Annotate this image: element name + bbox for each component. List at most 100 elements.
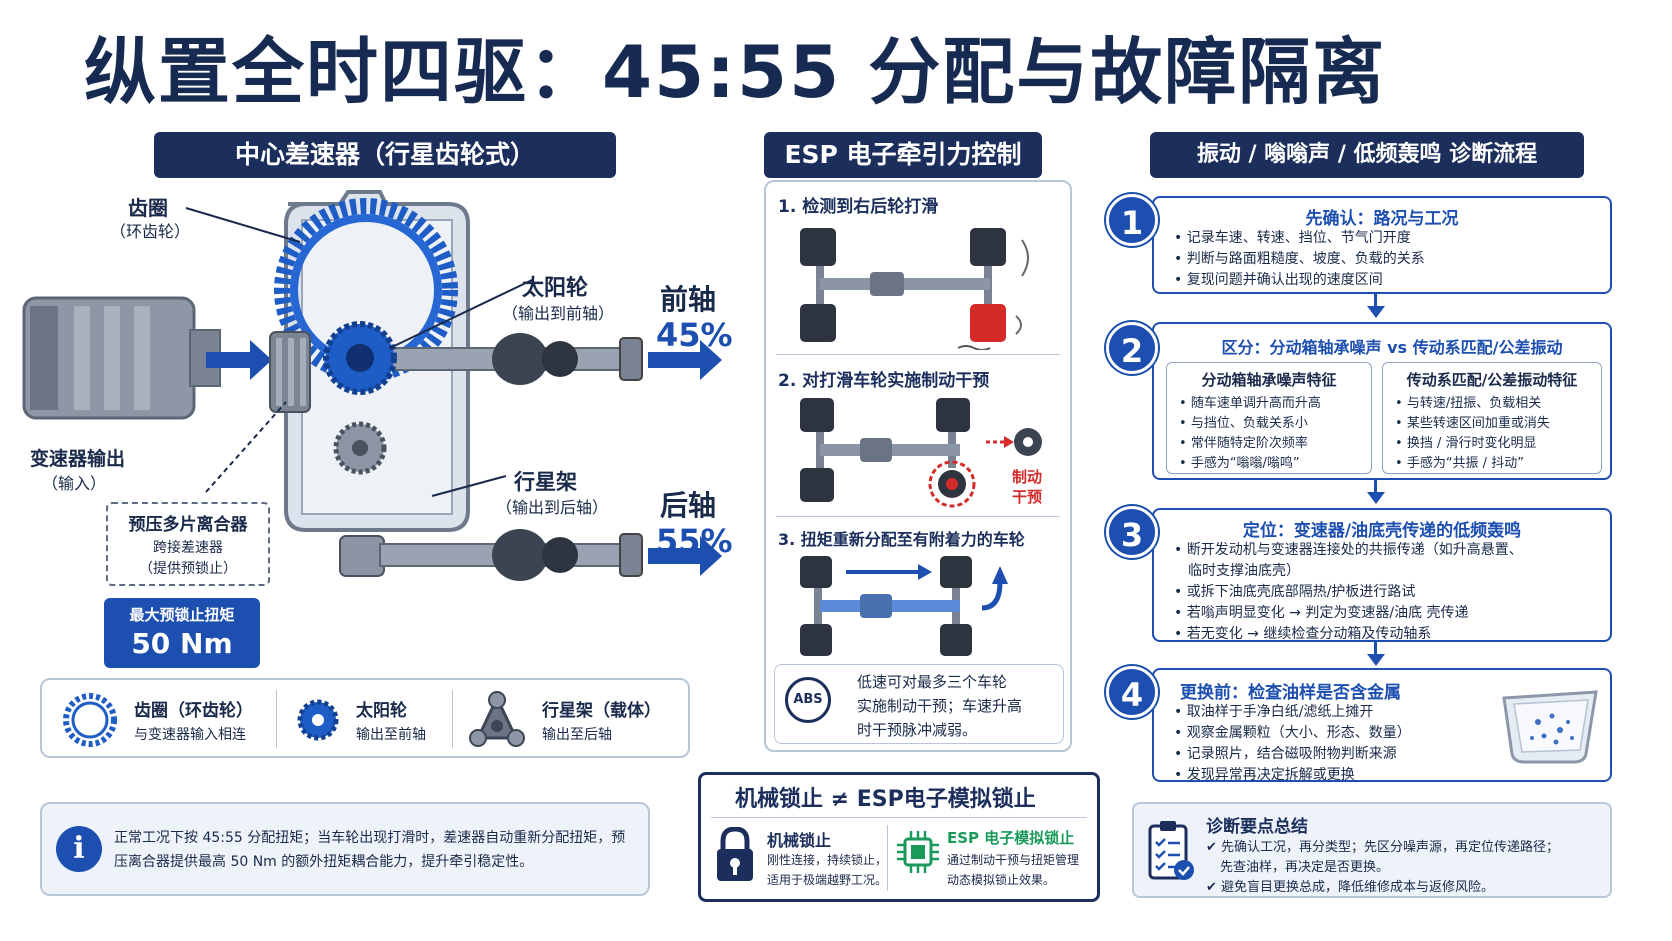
clutch-line-2: （提供预锁止） — [139, 561, 237, 577]
list-item: 取油样于手净白纸/滤纸上摊开 — [1174, 702, 1411, 723]
clutch-line-1: 跨接差速器 — [153, 540, 223, 556]
diag-step-4-title: 更换前：检查油样是否含金属 — [1180, 683, 1401, 703]
list-item: 若无变化 → 继续检查分动箱及传动轴系 — [1174, 624, 1523, 645]
list-item: 手感为“共振 / 抖动” — [1395, 454, 1601, 474]
front-axle-percent: 45% — [656, 316, 733, 354]
abs-icon: ABS — [785, 677, 831, 723]
esp-note-line-1: 低速可对最多三个车轮 — [857, 673, 1008, 691]
list-item: 复现问题并确认出现的速度区间 — [1174, 270, 1425, 291]
list-item: 手感为“嗡嗡/嗡鸣” — [1179, 454, 1371, 474]
bearing-noise-list: 随车速单调升高而升高 与挡位、负载关系小 常伴随特定阶次频率 手感为“嗡嗡/嗡鸣… — [1167, 394, 1371, 474]
transmission-housing — [22, 296, 221, 420]
rear-axle-percent: 55% — [656, 522, 733, 560]
flow-arrow-icon — [1367, 306, 1385, 318]
diag-step-4-number: 4 — [1106, 666, 1158, 718]
list-item: 常伴随特定阶次频率 — [1179, 434, 1371, 454]
esp-note-box: ABS 低速可对最多三个车轮 实施制动干预；车速升高 时干预脉冲减弱。 — [774, 664, 1064, 744]
rear-output-arrow — [648, 536, 722, 576]
esp-step-2: 2. 对打滑车轮实施制动干预 — [778, 371, 990, 391]
abs-text: ABS — [793, 692, 823, 707]
diag-summary-title: 诊断要点总结 — [1206, 817, 1308, 837]
sun-gear — [323, 321, 397, 395]
center-diff-illustration — [22, 190, 722, 581]
diag-step-2-title: 区分：分动箱轴承噪声 vs 传动系匹配/公差振动 — [1221, 338, 1563, 357]
ring-gear-label: 齿圈 — [128, 196, 168, 220]
esp-lock-title: ESP 电子模拟锁止 — [947, 829, 1075, 847]
front-output-arrow — [648, 340, 722, 380]
diag-step-3-list: 断开发动机与变速器连接处的共振传递（如升高悬置、 临时支撑油底壳） 或拆下油底壳… — [1174, 540, 1523, 645]
max-lock-label: 最大预锁止扭矩 — [129, 606, 235, 624]
esp-step-1-illustration — [800, 228, 1029, 350]
center-diff-header: 中心差速器（行星齿轮式） — [154, 132, 616, 178]
clutch-title: 预压多片离合器 — [128, 515, 248, 535]
lock-comparison-panel: 机械锁止 ≠ ESP电子模拟锁止 机械锁止 刚性连接，持续锁止， 适用于极端越野… — [698, 772, 1100, 902]
mech-lock-title: 机械锁止 — [767, 831, 832, 850]
legend-ring-title: 齿圈（环齿轮） — [134, 701, 253, 721]
lock-comparison-title: 机械锁止 ≠ ESP电子模拟锁止 — [735, 787, 1036, 812]
driveline-vibration-box: 传动系匹配/公差振动特征 与转速/扭振、负载相关 某些转速区间加重或消失 换挡 … — [1382, 362, 1602, 474]
esp-divider — [776, 354, 1060, 355]
esp-note-line-3: 时干预脉冲减弱。 — [857, 721, 978, 739]
driveline-vibration-list: 与转速/扭振、负载相关 某些转速区间加重或消失 换挡 / 滑行时变化明显 手感为… — [1383, 394, 1601, 474]
info-icon: i — [56, 826, 102, 872]
sun-gear-label: 太阳轮 — [522, 276, 589, 301]
list-item: 判断与路面粗糙度、坡度、负载的关系 — [1174, 249, 1425, 270]
oil-sample-tray-icon — [1502, 690, 1598, 764]
carrier-sub: （输出到后轴） — [496, 498, 609, 517]
legend-carrier-title: 行星架（载体） — [542, 701, 661, 721]
transmission-output-label: 变速器输出 — [30, 448, 126, 470]
diag-summary-panel: 诊断要点总结 ✔ 先确认工况，再分类型；先区分噪声源，再定位传递路径； 先查油样… — [1132, 802, 1612, 898]
legend-ring-desc: 与变速器输入相连 — [134, 727, 246, 743]
diag-summary-line-1: ✔ 先确认工况，再分类型；先区分噪声源，再定位传递路径； — [1206, 840, 1560, 855]
list-item: 记录车速、转速、挡位、节气门开度 — [1174, 228, 1425, 249]
sun-gear-sub: （输出到前轴） — [502, 304, 615, 323]
brake-intervention-label-1: 制动 — [1012, 468, 1043, 486]
flow-connector — [1374, 480, 1377, 494]
planet-gear — [333, 421, 387, 475]
legend-sun-desc: 输出至前轴 — [356, 727, 426, 743]
legend-divider — [452, 690, 453, 748]
planet-carrier-icon — [469, 691, 525, 747]
diag-step-1-list: 记录车速、转速、挡位、节气门开度 判断与路面粗糙度、坡度、负载的关系 复现问题并… — [1174, 228, 1425, 291]
esp-divider — [776, 516, 1060, 517]
rear-axle-label: 后轴 — [660, 489, 717, 522]
flow-arrow-icon — [1367, 492, 1385, 504]
page-title: 纵置全时四驱：45:55 分配与故障隔离 — [84, 30, 1387, 114]
list-item: 换挡 / 滑行时变化明显 — [1395, 434, 1601, 454]
esp-lock-line-1: 通过制动干预与扭矩管理 — [947, 853, 1080, 867]
diag-summary-line-2: 先查油样，再决定是否更换。 — [1220, 860, 1390, 875]
transmission-output-sub: （输入） — [42, 474, 107, 493]
preload-clutch-box: 预压多片离合器 跨接差速器 （提供预锁止） — [106, 502, 270, 586]
list-item: 断开发动机与变速器连接处的共振传递（如升高悬置、 — [1174, 540, 1523, 561]
list-item: 观察金属颗粒（大小、形态、数量） — [1174, 723, 1411, 744]
esp-step-2-illustration — [800, 398, 1042, 508]
diag-summary-line-3: ✔ 避免盲目更换总成，降低维修成本与返修风险。 — [1206, 880, 1495, 895]
flow-connector — [1374, 642, 1377, 656]
list-item: 或拆下油底壳底部隔热/护板进行路试 — [1174, 582, 1523, 603]
info-panel: i 正常工况下按 45:55 分配扭矩；当车轮出现打滑时，差速器自动重新分配扭矩… — [40, 802, 650, 896]
info-text: 正常工况下按 45:55 分配扭矩；当车轮出现打滑时，差速器自动重新分配扭矩，预… — [114, 830, 626, 870]
mech-lock-line-1: 刚性连接，持续锁止， — [767, 853, 888, 867]
bearing-noise-title: 分动箱轴承噪声特征 — [1201, 371, 1337, 389]
max-lock-torque-badge: 最大预锁止扭矩 50 Nm — [104, 598, 260, 668]
flow-connector — [1374, 294, 1377, 308]
input-gear-stack — [269, 331, 311, 413]
lock-comparison-vdivider — [887, 825, 888, 891]
diag-step-1-title: 先确认：路况与工况 — [1305, 209, 1459, 229]
padlock-icon — [717, 827, 753, 881]
esp-step-3: 3. 扭矩重新分配至有附着力的车轮 — [778, 530, 1025, 549]
esp-step-1: 1. 检测到右后轮打滑 — [778, 197, 939, 217]
legend-divider — [276, 690, 277, 748]
diag-step-3-number: 3 — [1106, 506, 1158, 558]
mech-lock-line-2: 适用于极端越野工况。 — [767, 873, 888, 887]
diag-step-1-number: 1 — [1106, 194, 1158, 246]
list-item-continuation: 临时支撑油底壳） — [1188, 563, 1300, 579]
list-item: 随车速单调升高而升高 — [1179, 394, 1371, 414]
esp-note-line-2: 实施制动干预；车速升高 — [857, 697, 1023, 715]
diag-step-3-title: 定位：变速器/油底壳传递的低频轰鸣 — [1242, 521, 1522, 541]
diag-step-4-box: 更换前：检查油样是否含金属 取油样于手净白纸/滤纸上摊开 观察金属颗粒（大小、形… — [1152, 668, 1612, 783]
list-item: 发现异常再决定拆解或更换 — [1174, 765, 1411, 786]
gear-legend-panel: 齿圈（环齿轮） 与变速器输入相连 太阳轮 输出至前轴 行星架（载体） 输出至后轴 — [40, 678, 690, 758]
checklist-icon — [1148, 821, 1194, 880]
